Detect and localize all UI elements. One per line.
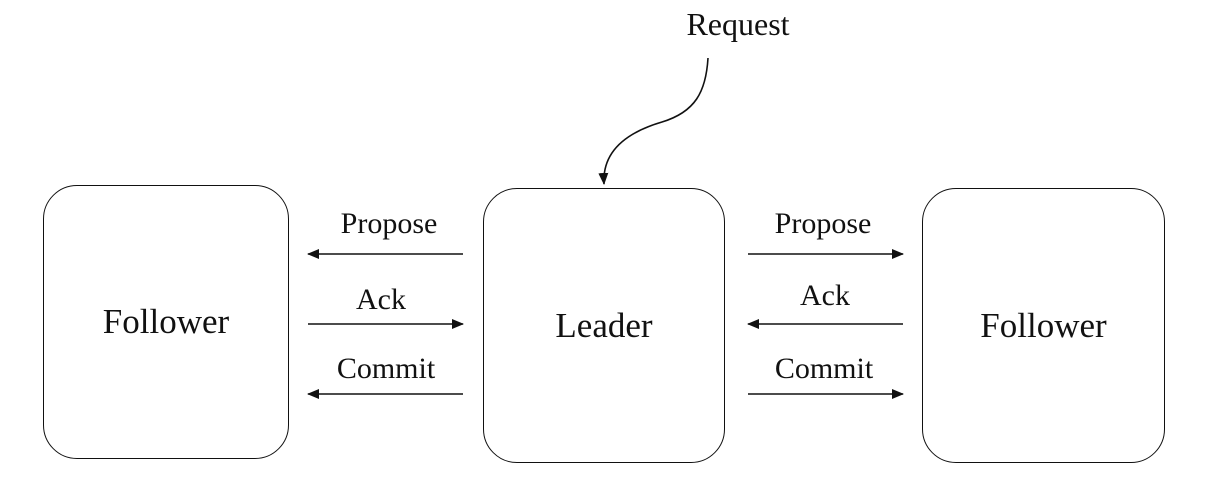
right-propose-label: Propose (774, 207, 872, 240)
follower-right-label: Follower (980, 305, 1107, 345)
left-commit-label: Commit (336, 352, 436, 385)
right-commit-label: Commit (774, 352, 874, 385)
leader-label: Leader (555, 305, 653, 345)
follower-left-node: Follower (43, 185, 289, 459)
request-label: Request (686, 6, 790, 42)
right-ack-label: Ack (800, 279, 850, 312)
leader-node: Leader (483, 188, 725, 463)
left-propose-label: Propose (340, 207, 438, 240)
follower-left-label: Follower (102, 302, 230, 341)
follower-right-node: Follower (922, 188, 1165, 463)
request-arrow (598, 57, 709, 185)
left-ack-label: Ack (356, 283, 406, 316)
